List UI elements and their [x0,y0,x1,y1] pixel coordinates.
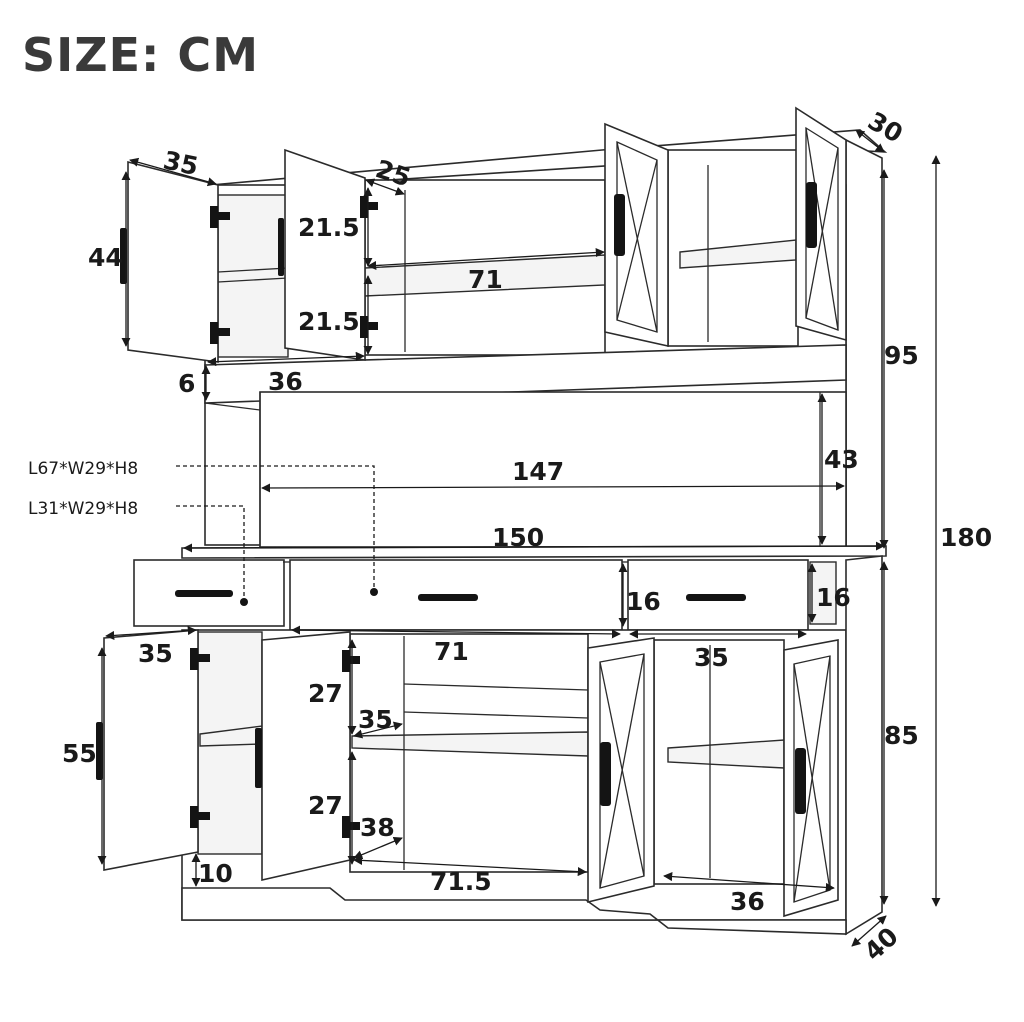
dim-overall-height: 180 [940,523,992,552]
lower-left-door-2[interactable] [261,631,351,882]
dim-open-width: 147 [512,457,564,486]
drawer-leader-small [176,505,245,602]
dim-drawer-height-side: 16 [816,583,851,612]
upper-left-door-1[interactable] [127,160,219,363]
bar-handle-icon [795,748,806,814]
drawer-label-small: L31*W29*H8 [28,499,138,519]
upper-left-door-2[interactable] [284,148,366,361]
bar-handle-icon [686,594,746,601]
lower-right-door-1[interactable] [587,637,655,904]
hinge-icon [190,806,210,828]
bar-handle-icon [806,182,817,248]
dim-lower-left-door-width: 35 [138,639,173,668]
dim-lower-right-width-bottom: 36 [730,887,765,916]
hinge-icon [210,206,230,228]
bar-handle-icon [255,728,262,788]
dim-upper-shelf-gap-top: 21.5 [298,213,360,242]
hinge-icon [210,322,230,344]
dim-lower-side-depth-bottom: 38 [360,813,395,842]
dim-counter-width: 150 [492,523,544,552]
bar-handle-icon [614,194,625,256]
open-shelf-area [259,391,847,548]
counter-section [133,545,887,631]
lower-right-panel [845,555,883,936]
dim-upper-center-width: 71 [468,265,503,294]
dim-upper-shelf-gap-bottom: 21.5 [298,307,360,336]
bar-handle-icon [175,590,233,597]
dim-lower-side-depth-top: 35 [358,705,393,734]
dimension-arrows [97,129,941,947]
upper-hutch [120,106,888,551]
hutch-right-panel [845,138,883,551]
page-title: SIZE: CM [22,28,259,82]
bar-handle-icon [278,218,284,276]
dim-crown-height: 6 [178,369,195,398]
dim-drawer-height-center: 16 [626,587,661,616]
dim-lower-door-height: 55 [62,739,97,768]
dim-upper-side-width: 36 [268,367,303,396]
dim-base-depth: 40 [859,922,904,967]
lower-right-door-2[interactable] [783,639,839,918]
dimension-labels: 30 180 95 85 40 35 44 25 21.5 21.5 71 36… [28,106,992,966]
drawer-label-large: L67*W29*H8 [28,459,138,479]
dim-lower-height: 85 [884,721,919,750]
dim-upper-door-height: 44 [88,243,123,272]
dim-plinth-height: 10 [198,859,233,888]
dim-lower-center-width-bottom: 71.5 [430,867,492,896]
dim-upper-height: 95 [884,341,919,370]
hinge-icon [190,648,210,670]
dim-lower-shelf-gap-top: 27 [308,679,343,708]
bar-handle-icon [600,742,611,806]
dim-lower-right-width: 35 [694,643,729,672]
plinth [181,887,847,935]
drawer-leader-large [176,465,375,592]
dim-lower-center-width-top: 71 [434,637,469,666]
dim-open-height: 43 [824,445,859,474]
dim-upper-door-width: 35 [161,146,201,182]
bar-handle-icon [418,594,478,601]
dim-lower-shelf-gap-bottom: 27 [308,791,343,820]
